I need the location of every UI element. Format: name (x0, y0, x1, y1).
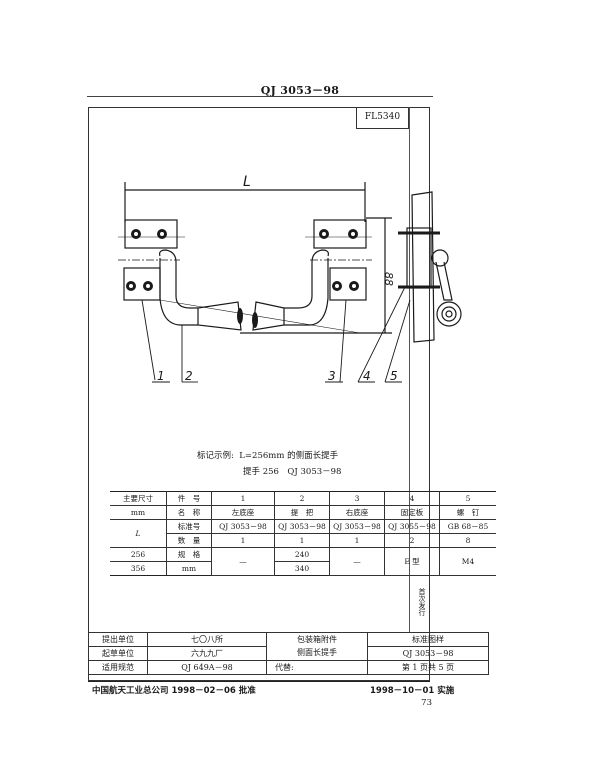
part-cell: GB 68－85 (439, 519, 496, 534)
part-cell: M4 (439, 547, 496, 576)
approval-line: 中国航天工业总公司 1998－02－06 批准 (92, 686, 256, 696)
part-cell: 2 (384, 533, 440, 548)
callout-4: 4 (363, 369, 371, 383)
row-label: 数 量 (166, 533, 212, 548)
header-left-cell: mm (110, 505, 167, 520)
marking-line2: 提手 256 QJ 3053－98 (243, 467, 342, 477)
drawing-title: 包装箱附件 (266, 632, 368, 647)
part-cell: QJ 3053－98 (274, 519, 330, 534)
table-row: 起草单位 六九九厂 侧面长提手 QJ 3053－98 (88, 646, 489, 661)
replace-label: 代替: (266, 660, 368, 675)
marking-example: 标记示例: L=256mm 的侧面长提手 提手 256 QJ 3053－98 (197, 448, 341, 480)
part-cell: QJ 3055－98 (384, 519, 440, 534)
part-cell: 8 (439, 533, 496, 548)
callout-1: 1 (157, 369, 165, 383)
row-label: mm (166, 561, 212, 576)
title-label: 提出单位 (88, 632, 148, 647)
part-cell: 2 (274, 491, 330, 506)
title-right: 标准图样 (367, 632, 489, 647)
part-cell: 固定板 (384, 505, 440, 520)
row-label: 件 号 (166, 491, 212, 506)
part-cell: 340 (274, 561, 330, 576)
callout-3: 3 (328, 369, 336, 383)
table-row: 356 mm 340 (110, 561, 496, 576)
row-label: 名 称 (166, 505, 212, 520)
table-row: 提出单位 七〇八所 包装箱附件 标准图样 (88, 632, 489, 647)
dimension-88-label: 88 (382, 272, 395, 286)
drawing-frame (88, 107, 430, 681)
table-row: 数 量 1 1 1 2 8 (110, 533, 496, 548)
title-value: QJ 649A－98 (147, 660, 267, 675)
title-right: QJ 3053－98 (367, 646, 489, 661)
dimension-L-label: L (243, 174, 251, 190)
part-cell: — (211, 547, 275, 576)
table-row: 256 规 格 — 240 — E 型 M4 (110, 547, 496, 576)
marking-label: 标记示例: (197, 451, 234, 461)
part-cell: 螺 钉 (439, 505, 496, 520)
part-cell: 3 (329, 491, 385, 506)
part-cell: QJ 3053－98 (211, 519, 275, 534)
callout-2: 2 (185, 369, 193, 383)
table-row: 适用规范 QJ 649A－98 代替: 第 1 页共 5 页 (88, 660, 489, 675)
header-rule (87, 96, 433, 97)
size-cell: 256 (110, 547, 167, 562)
part-cell: E 型 (384, 547, 440, 576)
handle-drawing: L 88 1 2 3 4 5 (118, 174, 462, 383)
part-cell: 1 (211, 533, 275, 548)
part-cell: 1 (274, 533, 330, 548)
part-cell: 4 (384, 491, 440, 506)
header-left-cell: 主要尺寸 (110, 491, 167, 506)
parts-table: 主要尺寸 件 号 1 2 3 4 5 mm 名 称 左底座 提 把 右底座 固定… (110, 491, 496, 576)
title-right: 第 1 页共 5 页 (367, 660, 489, 675)
title-value: 七〇八所 (147, 632, 267, 647)
part-cell: 5 (439, 491, 496, 506)
row-label: 规 格 (166, 547, 212, 562)
title-block: 提出单位 七〇八所 包装箱附件 标准图样 起草单位 六九九厂 侧面长提手 QJ … (88, 632, 489, 675)
part-cell: QJ 3053－98 (329, 519, 385, 534)
table-row: mm 名 称 左底座 提 把 右底座 固定板 螺 钉 (110, 505, 496, 520)
document-code: QJ 3053－98 (260, 84, 340, 97)
table-row: 主要尺寸 件 号 1 2 3 4 5 (110, 491, 496, 506)
callout-5: 5 (390, 369, 398, 383)
title-label: 适用规范 (88, 660, 148, 675)
size-cell: 356 (110, 561, 167, 576)
footer-rule (88, 681, 430, 682)
page-number: 73 (421, 698, 432, 708)
right-margin-strip (409, 107, 431, 632)
part-cell: 1 (211, 491, 275, 506)
part-cell: 右底座 (329, 505, 385, 520)
table-row: L 标准号 QJ 3053－98 QJ 3053－98 QJ 3053－98 Q… (110, 519, 496, 548)
part-cell: 提 把 (274, 505, 330, 520)
issue-note: 首次发行 (418, 588, 426, 616)
title-label: 起草单位 (88, 646, 148, 661)
header-left-cell: L (110, 519, 167, 548)
part-cell: 左底座 (211, 505, 275, 520)
part-cell: 240 (274, 547, 330, 562)
part-cell: 1 (329, 533, 385, 548)
marking-line1: L=256mm 的侧面长提手 (239, 451, 339, 461)
effective-date: 1998－10－01 实施 (370, 686, 455, 696)
title-value: 六九九厂 (147, 646, 267, 661)
drawing-code-box: FL5340 (356, 107, 409, 129)
drawing-subtitle: 侧面长提手 (266, 646, 368, 661)
row-label: 标准号 (166, 519, 212, 534)
part-cell: — (329, 547, 385, 576)
